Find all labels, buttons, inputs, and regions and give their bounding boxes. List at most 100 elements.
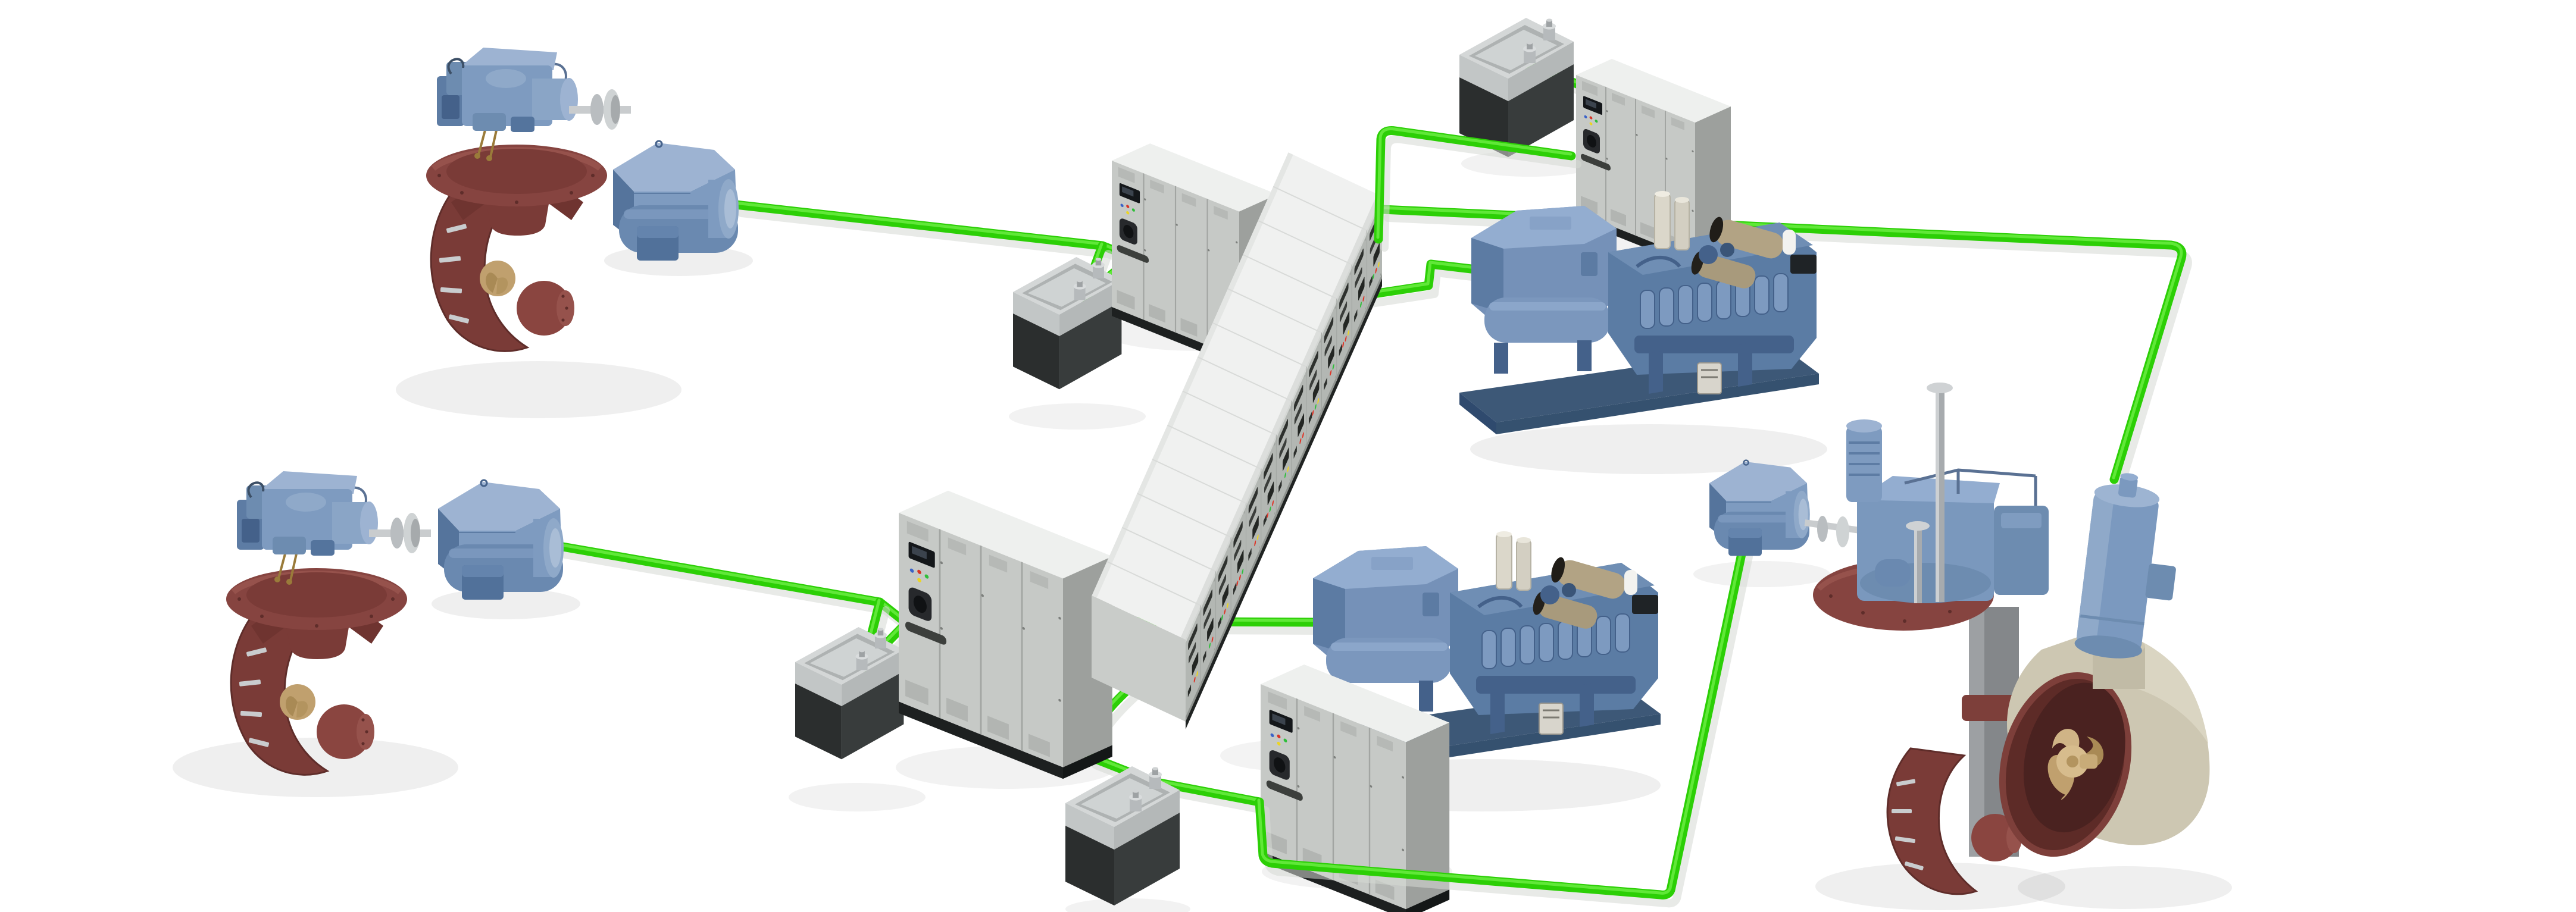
- meter-window: [1324, 377, 1327, 391]
- cable-drive2-to-switchboard-sheen: [1376, 127, 1573, 239]
- indicator-lamp: [1254, 540, 1256, 547]
- breaker-handle: [1189, 642, 1196, 663]
- panel-rivet: [1244, 579, 1245, 583]
- tunnel-motor-junction-box: [2145, 563, 2176, 601]
- retractable-ring-slat: [1892, 809, 1912, 813]
- breaker-handle: [1309, 369, 1317, 391]
- breaker-handle: [1278, 419, 1288, 446]
- panel-rivet: [1259, 477, 1261, 480]
- breaker-unit: [1343, 311, 1350, 335]
- switchboard-section: [1218, 545, 1230, 629]
- breaker-handle: [1339, 301, 1348, 322]
- cable-drive4-to-retractable: [1255, 544, 1753, 908]
- meter-window: [1203, 650, 1206, 663]
- switchboard-section: [1203, 579, 1215, 663]
- indicator-lamp: [1221, 615, 1223, 620]
- indicator-lamp: [1314, 404, 1317, 410]
- tunnel-propeller: [2047, 729, 2104, 800]
- retractable-lift-rod: [1906, 521, 1930, 603]
- indicator-lamp: [1236, 580, 1239, 587]
- breaker-unit: [1252, 515, 1259, 540]
- meter-window: [1339, 343, 1343, 357]
- panel-rivet: [1334, 306, 1336, 309]
- tunnel-motor: [2074, 473, 2176, 659]
- indicator-lamp: [1342, 341, 1345, 348]
- panel-rivet: [1334, 375, 1336, 378]
- breaker-unit: [1373, 243, 1380, 267]
- switchboard-section: [1339, 272, 1351, 357]
- azimuth-thruster-stbd: [226, 471, 431, 775]
- meter-window: [1293, 446, 1297, 459]
- switchboard-top-seam: [1121, 526, 1217, 572]
- indicator-lamp: [1375, 267, 1377, 274]
- indicator-lamp: [1242, 568, 1244, 575]
- retractable-pod: [1971, 814, 2019, 861]
- breaker-unit: [1312, 379, 1320, 403]
- cable-switchboard-to-genset1-sheen: [1359, 261, 1477, 296]
- panel-rivet: [1274, 443, 1276, 446]
- retractable-pod-ring: [1886, 747, 1978, 895]
- retractable-steering-motor: [1846, 419, 1882, 502]
- indicator-lamp: [1196, 670, 1199, 677]
- propulsion-motor-port: [612, 140, 740, 262]
- propulsion-motor-stbd: [437, 479, 565, 601]
- retractable-gear-unit: [1846, 419, 2049, 603]
- indicator-lamp: [1239, 574, 1241, 581]
- breaker-handle: [1218, 574, 1226, 596]
- breaker-handle: [1264, 472, 1272, 493]
- switchboard-end-cap: [1092, 596, 1186, 722]
- indicator-lamp: [1362, 296, 1365, 302]
- breaker-unit: [1358, 277, 1365, 301]
- retractable-ring-slat: [1895, 836, 1915, 844]
- tunnel-thruster: [1999, 473, 2210, 857]
- breaker-unit: [1328, 345, 1334, 369]
- breaker-handle: [1309, 350, 1318, 378]
- switchboard-top-seam: [1212, 322, 1307, 368]
- breaker-handle: [1324, 316, 1334, 343]
- breaker-handle: [1355, 267, 1362, 289]
- indicator-lamp: [1360, 302, 1362, 308]
- switchboard-top-seam: [1273, 186, 1368, 231]
- indicator-lamp: [1348, 330, 1350, 336]
- retractable-ring-slat: [1904, 861, 1924, 870]
- cable-drive2-to-switchboard-shadow: [1380, 134, 1581, 252]
- switchboard-top-face: [1092, 152, 1382, 640]
- main-switchboard: [1092, 152, 1382, 729]
- cable-switchboard-to-tunnel: [1377, 205, 2192, 492]
- breaker-unit: [1298, 413, 1304, 437]
- drive-cabinet-3: [898, 470, 1114, 800]
- meter-window: [1308, 411, 1312, 425]
- breaker-unit: [1267, 481, 1274, 505]
- retract-drive-motor: [1708, 459, 1811, 557]
- meter-window: [1263, 513, 1267, 527]
- breaker-handle: [1188, 623, 1198, 650]
- switchboard-section: [1308, 340, 1321, 425]
- panel-rivet: [1214, 648, 1215, 651]
- retractable-coupling-shaft: [1804, 516, 1865, 547]
- switchboard-front-face: [1185, 196, 1382, 729]
- switchboard-top-seam: [1137, 493, 1231, 538]
- meter-window: [1233, 582, 1237, 596]
- switchboard-section: [1278, 409, 1290, 493]
- floor-shadows: [173, 151, 2232, 912]
- switchboard-top-seam: [1182, 390, 1277, 436]
- meter-window: [1354, 309, 1358, 322]
- indicator-lamp: [1312, 410, 1314, 416]
- indicator-lamp: [1209, 643, 1211, 649]
- meter-window: [1278, 479, 1282, 493]
- panel-rivet: [1274, 512, 1276, 515]
- indicator-lamp: [1269, 506, 1271, 512]
- meter-window: [1187, 684, 1192, 698]
- meter-window: [1248, 548, 1252, 561]
- indicator-lamp: [1272, 500, 1274, 506]
- switchboard-top-seam: [1167, 424, 1262, 470]
- battery-module-4: [1065, 766, 1180, 905]
- retractable-railing: [1956, 470, 2037, 506]
- cable-switchboard-to-tunnel-sheen: [1380, 206, 2183, 479]
- breaker-handle: [1218, 555, 1228, 582]
- cable-drive4-to-retractable-sheen: [1257, 545, 1744, 895]
- retractable-lift-rod: [1927, 383, 1953, 602]
- panel-rivet: [1214, 579, 1215, 582]
- switchboard-top-seam: [1106, 561, 1201, 606]
